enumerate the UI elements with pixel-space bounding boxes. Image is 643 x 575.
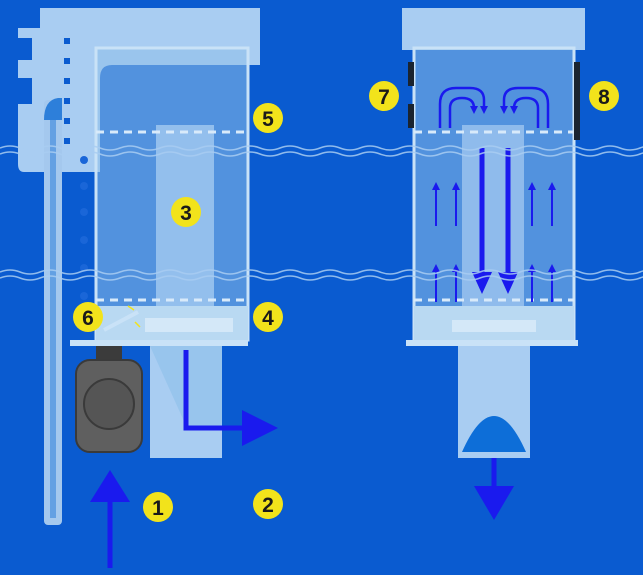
callout-5-label: 5 [262,108,274,131]
side-clip-right [574,62,580,140]
flow-arrow-icon [183,350,244,431]
callout-7-label: 7 [378,86,390,109]
callout-4: 4 [253,302,283,332]
callout-3: 3 [171,197,201,227]
flow-arrow-icon [438,86,550,128]
flow-arrow-icon [90,470,130,502]
callout-8: 8 [589,81,619,111]
bubble-icon [80,156,88,300]
side-clip-left [408,62,414,86]
pump-icon [75,346,143,453]
callout-2: 2 [253,489,283,519]
callout-5: 5 [253,103,283,133]
callout-4-label: 4 [262,307,274,330]
vent-holes [64,38,70,144]
right-skimmer [402,8,585,520]
flow-arrow-icon [432,182,556,302]
callout-1: 1 [143,492,173,522]
callout-8-label: 8 [598,86,610,109]
flow-arrow-icon [472,148,518,294]
callout-3-label: 3 [180,202,192,225]
top-cap [402,8,585,50]
callout-6-label: 6 [82,307,94,330]
callout-2-label: 2 [262,494,274,517]
outlet-dome [462,416,526,452]
left-skimmer [18,8,278,568]
bracket-notches [18,8,40,104]
callout-7: 7 [369,81,399,111]
flow-arrow-icon [474,486,514,520]
water-surface-icon [0,145,643,281]
callout-1-label: 1 [152,497,164,520]
callout-6: 6 [73,302,103,332]
